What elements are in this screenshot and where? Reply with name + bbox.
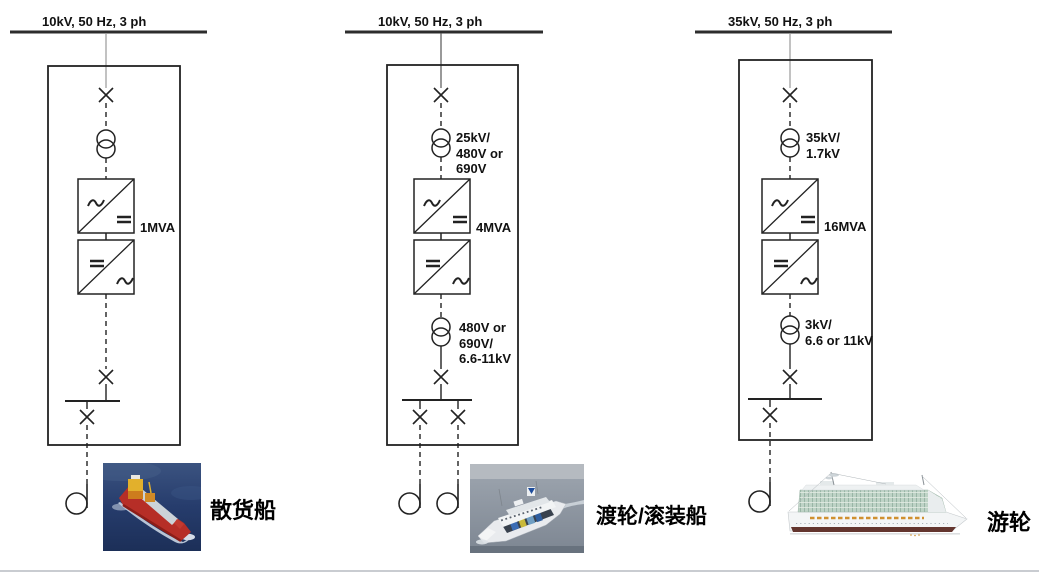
frequency-converter-icon <box>413 178 471 295</box>
converter-station-box <box>738 59 873 441</box>
column-cruise <box>695 30 892 513</box>
input-transformer-label: 35kV/ 1.7kV <box>806 130 840 161</box>
output-transformer-label: 3kV/ 6.6 or 11kV <box>805 317 873 348</box>
transformer-icon <box>780 315 800 345</box>
shore-plug-icon <box>398 484 421 515</box>
ship-type-label: 散货船 <box>210 498 277 523</box>
slide-footer-divider <box>0 570 1039 572</box>
converter-station-box <box>47 65 181 446</box>
ship-type-label: 渡轮/滚装船 <box>596 505 707 528</box>
shore-plug-icon <box>436 484 459 515</box>
breaker-x-icon <box>782 369 798 385</box>
breaker-x-icon <box>433 87 449 103</box>
converter-rating-label: 16MVA <box>824 219 867 234</box>
breaker-x-icon <box>98 87 114 103</box>
breaker-x-icon <box>412 409 428 425</box>
breaker-x-icon <box>98 369 114 385</box>
ferry-photo <box>470 464 584 553</box>
shore-plug-icon <box>65 484 88 515</box>
column-ferry-roro <box>345 30 543 515</box>
bus-voltage-label: 10kV, 50 Hz, 3 ph <box>378 14 483 29</box>
breaker-x-icon <box>782 87 798 103</box>
bus-voltage-label: 10kV, 50 Hz, 3 ph <box>42 14 147 29</box>
converter-rating-label: 1MVA <box>140 220 176 235</box>
converter-rating-label: 4MVA <box>476 220 512 235</box>
breaker-x-icon <box>762 407 778 423</box>
breaker-x-icon <box>433 369 449 385</box>
shore-plug-icon <box>748 482 771 513</box>
transformer-icon <box>96 129 116 159</box>
frequency-converter-icon <box>77 178 135 295</box>
breaker-x-icon <box>79 409 95 425</box>
bulk-carrier-photo <box>103 463 201 551</box>
cruise-ship-photo <box>787 471 968 537</box>
transformer-icon <box>431 128 451 158</box>
bus-voltage-label: 35kV, 50 Hz, 3 ph <box>728 14 833 29</box>
breaker-x-icon <box>450 409 466 425</box>
transformer-icon <box>431 317 451 347</box>
input-transformer-label: 25kV/ 480V or 690V <box>456 130 503 176</box>
output-transformer-label: 480V or 690V/ 6.6-11kV <box>459 320 512 366</box>
ship-type-label: 游轮 <box>987 510 1032 535</box>
column-bulk-carrier <box>10 30 207 515</box>
converter-station-box <box>386 64 519 446</box>
frequency-converter-icon <box>761 178 819 295</box>
transformer-icon <box>780 128 800 158</box>
